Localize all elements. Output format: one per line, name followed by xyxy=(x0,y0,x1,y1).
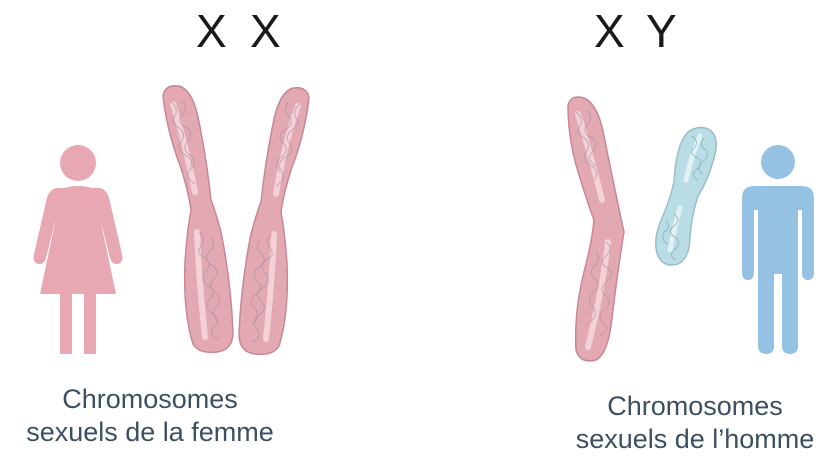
male-caption-line2: sexuels de l’homme xyxy=(550,423,840,456)
female-x-chromosome-right xyxy=(232,84,317,359)
male-x-chromosome xyxy=(558,92,648,367)
male-y-chromosome xyxy=(644,124,724,270)
male-heading-x: X xyxy=(594,4,625,58)
female-caption: Chromosomes sexuels de la femme xyxy=(0,383,300,449)
male-figure-icon xyxy=(738,144,818,354)
male-panel: X Y Chromosomes sexuels de l’homme xyxy=(420,0,840,457)
female-figure-icon xyxy=(28,144,128,354)
male-heading-y: Y xyxy=(646,4,677,58)
female-caption-line1: Chromosomes xyxy=(0,383,300,416)
male-caption-line1: Chromosomes xyxy=(550,390,840,423)
male-caption: Chromosomes sexuels de l’homme xyxy=(550,390,840,456)
female-panel: X X Chromosomes sexuels de la femme xyxy=(0,0,420,457)
female-caption-line2: sexuels de la femme xyxy=(0,416,300,449)
female-heading-x1: X xyxy=(196,4,227,58)
female-x-chromosome-left xyxy=(155,82,240,357)
female-heading-x2: X xyxy=(250,4,281,58)
